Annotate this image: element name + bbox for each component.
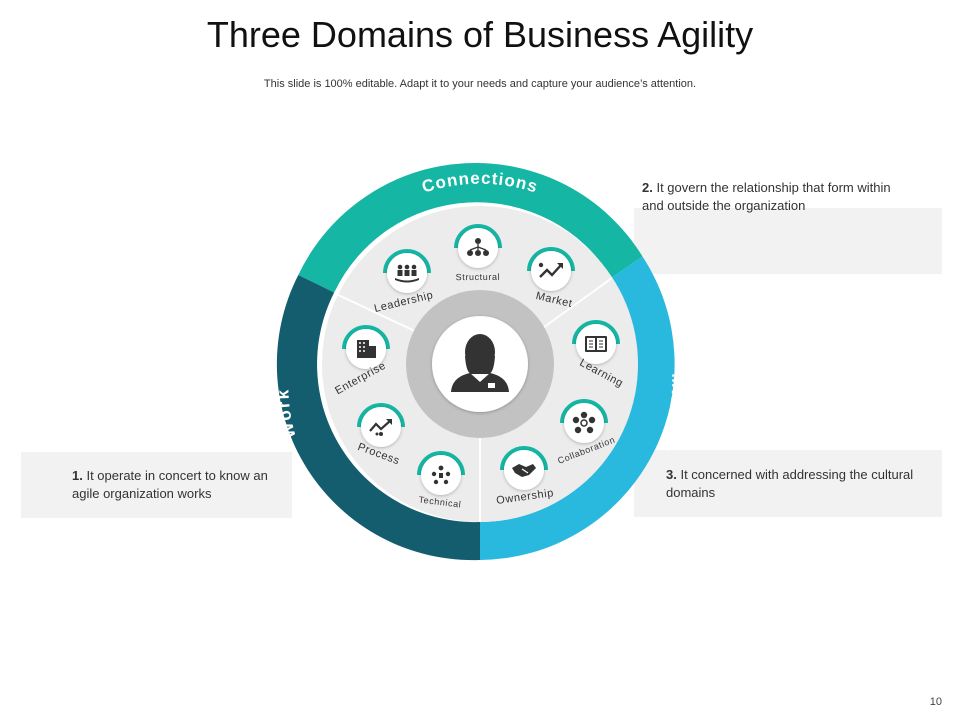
book-icon: [585, 336, 607, 352]
building-icon: [357, 340, 376, 358]
item-circle: [564, 403, 604, 443]
callout-1-text: It operate in concert to know an agile o…: [72, 468, 268, 501]
item-accent-arc: [357, 403, 405, 428]
item-technical: [417, 451, 465, 495]
org-structure-icon: [467, 238, 489, 256]
callout-box-3: [634, 450, 942, 517]
item-ownership: [500, 446, 548, 490]
item-market: [527, 247, 575, 291]
item-process: [357, 403, 405, 447]
callout-2-number: 2.: [642, 180, 653, 195]
item-circle: [531, 251, 571, 291]
item-accent-arc: [572, 320, 620, 345]
item-accent-arc: [454, 224, 502, 249]
item-leadership: [383, 249, 431, 293]
businesswoman-icon: [451, 334, 509, 392]
item-learning: [572, 320, 620, 364]
item-accent-arc: [417, 451, 465, 476]
callout-1: 1. It operate in concert to know an agil…: [72, 467, 282, 503]
item-label-structural: Structural: [456, 272, 501, 282]
item-accent-arc: [500, 446, 548, 471]
callout-2: 2. It govern the relationship that form …: [642, 179, 902, 215]
item-structural: [454, 224, 502, 268]
process-chart-icon: [369, 419, 392, 436]
callout-2-text: It govern the relationship that form wit…: [642, 180, 891, 213]
callout-3-number: 3.: [666, 467, 677, 482]
callout-box-2: [634, 208, 942, 274]
divider-connections-mindset: [539, 277, 613, 331]
slide-title: Three Domains of Business Agility: [206, 14, 754, 55]
item-enterprise: [342, 325, 390, 369]
item-accent-arc: [383, 249, 431, 274]
callout-3-text: It concerned with addressing the cultura…: [666, 467, 914, 500]
page-number: 10: [929, 696, 942, 708]
connections-sector: [298, 162, 643, 293]
item-circle: [361, 407, 401, 447]
items-layer: StructuralMarketLearningCollaborationOwn…: [333, 224, 625, 510]
item-accent-arc: [342, 325, 390, 350]
divider-connections-work: [333, 292, 418, 333]
leadership-group-icon: [395, 264, 419, 283]
item-accent-arc: [560, 399, 608, 424]
callout-1-number: 1.: [72, 468, 83, 483]
slide-subtitle: This slide is 100% editable. Adapt it to…: [263, 78, 697, 90]
item-accent-arc: [527, 247, 575, 272]
market-trend-icon: [538, 262, 563, 278]
work-sector: [276, 275, 480, 561]
item-collaboration: [560, 399, 608, 443]
mindset-sector: [480, 256, 675, 560]
callout-box-1: [21, 452, 292, 518]
technical-team-icon: [431, 465, 451, 485]
callout-3: 3. It concerned with addressing the cult…: [666, 466, 916, 502]
handshake-icon: [512, 464, 536, 477]
collaboration-network-icon: [572, 411, 596, 434]
